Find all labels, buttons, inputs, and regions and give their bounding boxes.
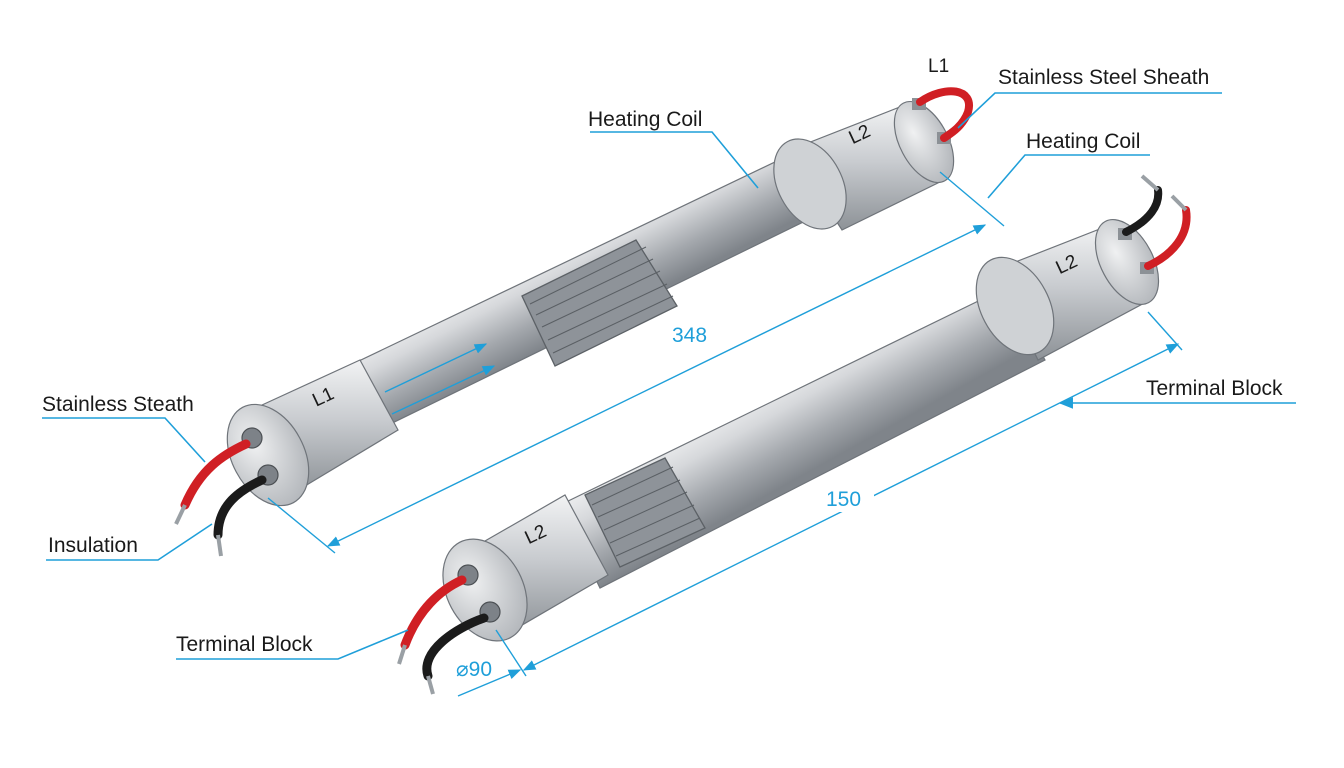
dim-348-bg [668,320,720,348]
lower-right-wire-black [1122,186,1163,236]
dimension-diameter: ⌀90 [456,658,492,681]
dimension-line-diameter [457,669,522,697]
label-stainless-steel-sheath: Stainless Steel Sheath [998,66,1209,89]
label-heating-coil-top: Heating Coil [588,108,702,131]
label-terminal-block-right: Terminal Block [1146,377,1283,400]
lower-right-wire-red [1144,206,1191,270]
leader-stainless-steath [42,417,206,463]
leader-stainless-steel-sheath [957,92,1222,129]
upper-left-wire-red [180,439,251,510]
upper-right-wire-red [916,87,973,142]
extension-line-150-right [1147,311,1183,351]
dimension-348: 348 [672,324,707,347]
label-stainless-steath: Stainless Steath [42,393,194,416]
dim-150-bg [822,484,874,512]
upper-right-cap [773,98,955,231]
lower-left-wire-red [400,575,467,650]
label-heating-coil-right: Heating Coil [1026,130,1140,153]
extension-line-150-left [495,629,527,677]
extension-line-348-left [267,497,336,554]
leader-insulation [46,523,213,561]
cap-label-upper-right-wire: L1 [928,56,949,77]
label-terminal-block-bottom: Terminal Block [176,633,313,656]
label-insulation: Insulation [48,534,138,557]
lower-left-wire-black [422,613,489,681]
upper-left-wire-black [213,475,267,540]
dimension-150: 150 [826,488,861,511]
leader-heating-coil-right [987,154,1150,199]
leader-terminal-block-bottom [176,629,409,660]
lower-right-cap [975,218,1160,361]
leader-heating-coil-top [590,131,759,189]
extension-line-348-right [939,171,1005,227]
